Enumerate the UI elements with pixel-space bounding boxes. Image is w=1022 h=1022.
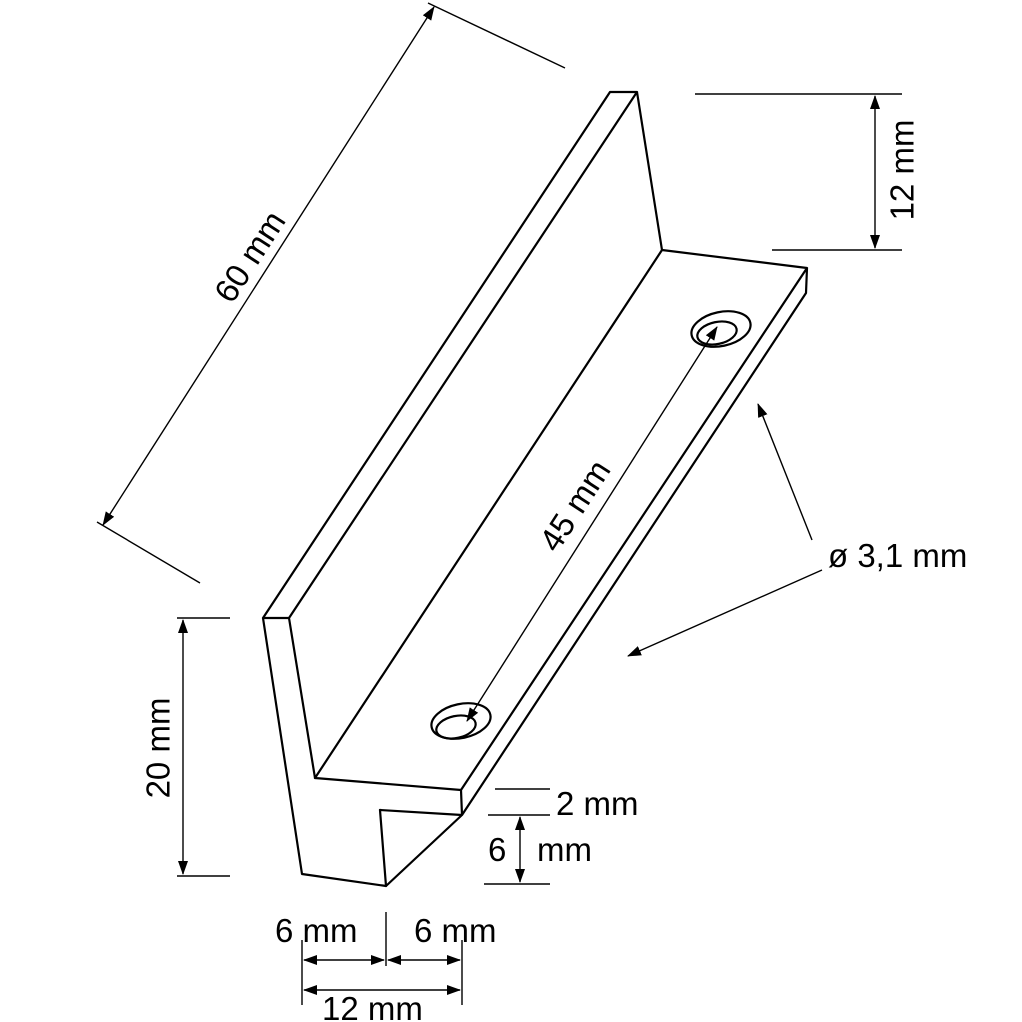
dimension-flange-thickness-label: 2 mm: [556, 785, 639, 822]
dimension-bottom-left-label: 6 mm: [275, 912, 358, 949]
dimension-hole-diameter-label: ø 3,1 mm: [828, 537, 967, 574]
dimension-flange-width-label: 12 mm: [884, 120, 921, 221]
dimension-hole-spacing: 45 mm: [466, 326, 718, 722]
dimension-lip-height: 6 mm: [484, 816, 592, 885]
dimension-bottom-total-label: 12 mm: [322, 990, 423, 1022]
dimension-lip-height-number: 6: [488, 831, 506, 868]
dimension-bottom-right-label: 6 mm: [414, 912, 497, 949]
dimension-flange-thickness: 2 mm: [488, 785, 639, 822]
handle-profile: [261, 90, 809, 888]
dimension-length: 60 mm: [96, 2, 566, 584]
dimension-total-height-label: 20 mm: [140, 698, 177, 799]
dimension-hole-diameter: ø 3,1 mm: [627, 403, 967, 657]
vertical-plate-outline: [261, 90, 664, 888]
dimension-length-label: 60 mm: [207, 204, 293, 309]
dimension-lip-height-unit: mm: [537, 831, 592, 868]
dimension-total-height: 20 mm: [140, 617, 230, 877]
hole-upper: [690, 310, 752, 348]
dimension-flange-width: 12 mm: [695, 93, 921, 251]
dimension-hole-spacing-label: 45 mm: [532, 453, 618, 558]
hole-lower: [430, 702, 492, 740]
dimension-bottom-widths: 6 mm 6 mm 12 mm: [275, 912, 497, 1022]
